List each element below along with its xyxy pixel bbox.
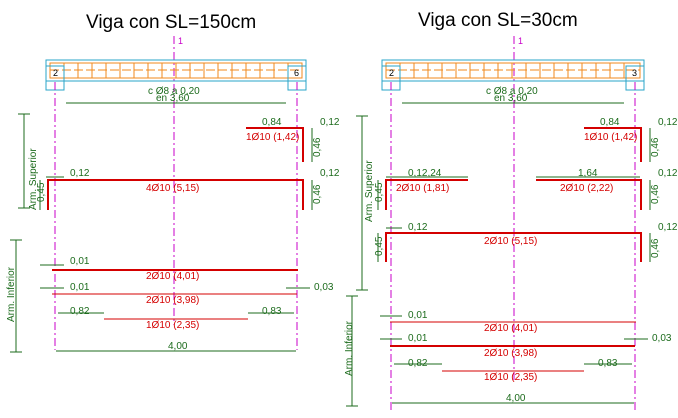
left-sup-label: Arm. Superior [28, 148, 39, 210]
right-top-bar: 1Ø10 (1,42) [584, 132, 637, 143]
left-inf2-bar: 2Ø10 (3,98) [146, 295, 199, 306]
right-stirrups [399, 63, 625, 78]
right-beam: Viga con SL=30cm 1 2 3 c Ø8 a 0,20 en 3,… [344, 10, 678, 410]
right-top-bar-line [584, 127, 642, 162]
right-mid-right-dim: 1,64 [578, 168, 598, 179]
left-cont-right-v: 0,12 [320, 168, 340, 179]
right-inf2-bar: 2Ø10 (3,98) [484, 348, 537, 359]
left-col-left-label: 2 [53, 68, 58, 78]
left-inf2-dim-right: 0,03 [314, 282, 334, 293]
left-cont-left-v: 0,45 [36, 182, 47, 202]
left-beam: Viga con SL=150cm 1 2 6 c Ø8 a 0,20 en [6, 12, 340, 353]
left-cont-bar: 4Ø10 (5,15) [146, 183, 199, 194]
left-inf2-dim-left: 0,01 [70, 282, 90, 293]
right-mid-right-v: 0,12 [658, 168, 678, 179]
left-stirrups-label: c Ø8 a 0,20 [148, 86, 200, 97]
right-stirrups-label: c Ø8 a 0,20 [486, 86, 538, 97]
right-inf2-dim-right: 0,03 [652, 333, 672, 344]
left-cont-right-hook: 0,46 [312, 184, 323, 204]
right-title: Viga con SL=30cm [418, 10, 578, 31]
right-mid-left-line [385, 179, 468, 210]
right-mid-left-bar: 2Ø10 (1,81) [396, 183, 449, 194]
left-span: 4,00 [168, 341, 188, 352]
left-top-bar-line [246, 127, 304, 162]
right-inf1-dim: 0,01 [408, 310, 428, 321]
right-cont-right-hook: 0,46 [650, 238, 661, 258]
right-inf3-bar: 1Ø10 (2,35) [484, 372, 537, 383]
left-inf3-bar: 1Ø10 (2,35) [146, 320, 199, 331]
left-inf3-left: 0,82 [70, 306, 90, 317]
right-stirrups-length: en 3,60 [494, 93, 528, 104]
left-title: Viga con SL=150cm [86, 12, 256, 33]
right-inf1-bar: 2Ø10 (4,01) [484, 323, 537, 334]
right-mid-right-bar: 2Ø10 (2,22) [560, 183, 613, 194]
right-mid-left-v: 0,45 [374, 182, 385, 202]
left-col-right-label: 6 [294, 68, 299, 78]
left-inf-label: Arm. Inferior [6, 266, 17, 322]
right-axis-label: 1 [518, 36, 523, 46]
left-inf1-bar: 2Ø10 (4,01) [146, 271, 199, 282]
left-top-offset: 0,84 [262, 117, 282, 128]
right-mid-left-dim: 0,12,24 [408, 168, 442, 179]
left-inf3-right: 0,83 [262, 306, 282, 317]
right-inf3-left: 0,82 [408, 358, 428, 369]
right-cont-bar-line [385, 232, 642, 262]
right-inf3-right: 0,83 [598, 358, 618, 369]
right-inf-label: Arm. Inferior [344, 320, 355, 376]
right-col-left-label: 2 [389, 68, 394, 78]
left-top-hook: 0,46 [312, 137, 323, 157]
left-top-v: 0,12 [320, 117, 340, 128]
right-cont-left-h: 0,12 [408, 222, 428, 233]
right-mid-right-hook: 0,46 [650, 184, 661, 204]
right-sup-label: Arm. Superior [364, 160, 375, 222]
left-top-bar: 1Ø10 (1,42) [246, 132, 299, 143]
right-top-hook: 0,46 [650, 137, 661, 157]
right-span: 4,00 [506, 393, 526, 404]
right-cont-bar: 2Ø10 (5,15) [484, 236, 537, 247]
right-inf2-dim-left: 0,01 [408, 333, 428, 344]
right-col-right-label: 3 [632, 68, 637, 78]
left-cont-bar-line [47, 179, 304, 210]
left-inf1-dim: 0,01 [70, 256, 90, 267]
left-stirrups-length: en 3,60 [156, 93, 190, 104]
right-cont-right-v: 0,12 [658, 222, 678, 233]
left-axis-label: 1 [178, 36, 183, 46]
right-top-v: 0,12 [658, 117, 678, 128]
right-mid-right-line [536, 179, 642, 210]
left-cont-left-h: 0,12 [70, 168, 90, 179]
right-cont-left-v: 0,45 [374, 236, 385, 256]
right-top-offset: 0,84 [600, 117, 620, 128]
